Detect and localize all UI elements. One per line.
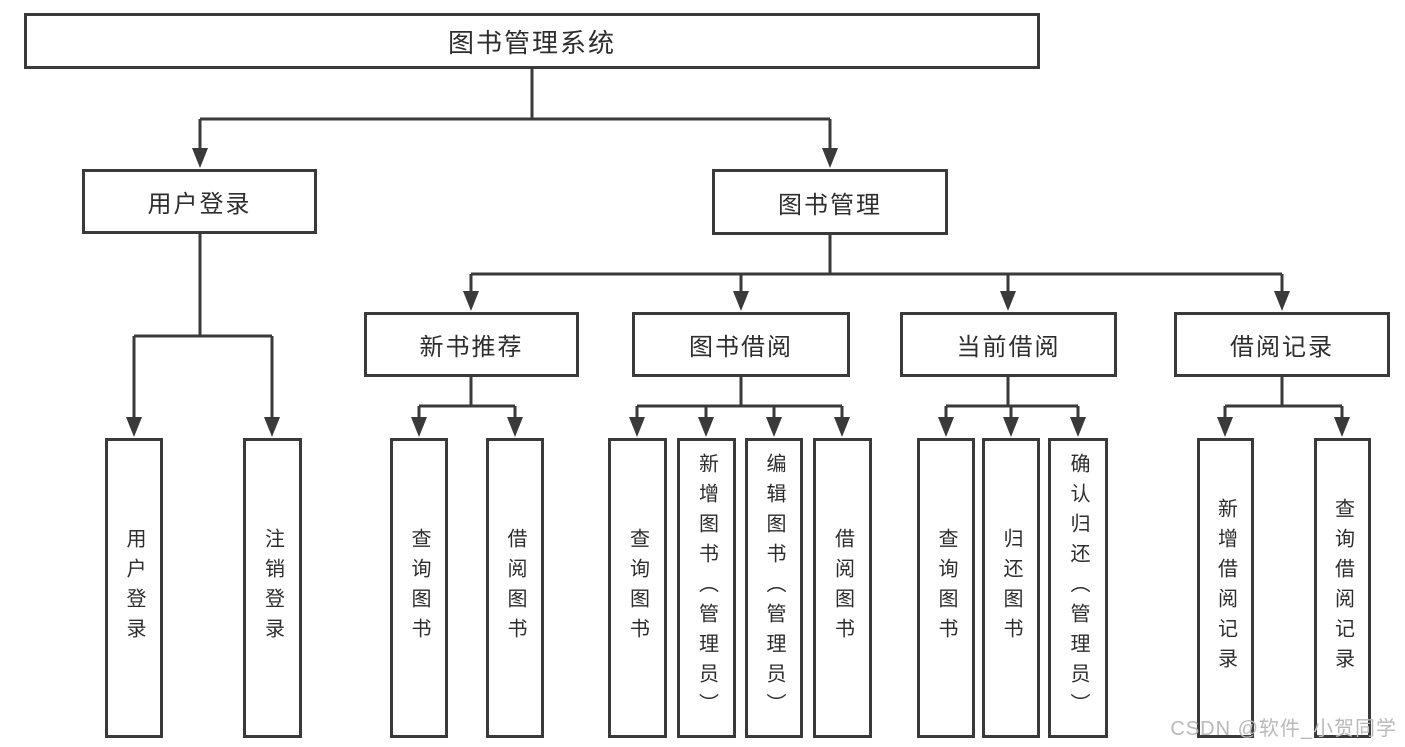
- leaf-add-book-admin: 新增图书（管理员）: [677, 438, 736, 738]
- leaf-return-book-label: 归还图书: [1000, 528, 1022, 648]
- node-library-system: 图书管理系统: [24, 13, 1040, 69]
- node-book-borrowing-label: 图书借阅: [689, 334, 793, 361]
- leaf-add-borrow-record: 新增借阅记录: [1197, 438, 1254, 738]
- leaf-user-login-label: 用户登录: [123, 528, 145, 648]
- node-user-login-label: 用户登录: [147, 191, 252, 218]
- node-library-system-label: 图书管理系统: [447, 27, 616, 58]
- leaf-query-borrow-record-label: 查询借阅记录: [1331, 498, 1354, 678]
- leaf-add-book-admin-label: 新增图书（管理员）: [695, 453, 718, 723]
- node-user-login: 用户登录: [82, 169, 317, 234]
- leaf-add-borrow-record-label: 新增借阅记录: [1214, 498, 1237, 678]
- leaf-borrowing-query-book-label: 查询图书: [626, 528, 649, 648]
- leaf-query-borrow-record: 查询借阅记录: [1314, 438, 1371, 738]
- leaf-confirm-return-admin-label: 确认归还（管理员）: [1067, 453, 1089, 723]
- leaf-logout: 注销登录: [243, 438, 302, 738]
- node-borrow-records: 借阅记录: [1174, 312, 1390, 377]
- leaf-current-query-book: 查询图书: [917, 438, 975, 738]
- leaf-recommend-borrow-book: 借阅图书: [486, 438, 544, 738]
- leaf-edit-book-admin: 编辑图书（管理员）: [745, 438, 803, 738]
- node-new-book-recommend-label: 新书推荐: [419, 334, 524, 361]
- node-current-borrowing-label: 当前借阅: [956, 334, 1061, 361]
- leaf-current-query-book-label: 查询图书: [935, 528, 957, 648]
- node-borrow-records-label: 借阅记录: [1230, 334, 1334, 361]
- leaf-borrowing-borrow-book: 借阅图书: [813, 438, 872, 738]
- leaf-borrowing-borrow-book-label: 借阅图书: [831, 528, 854, 648]
- leaf-borrowing-query-book: 查询图书: [608, 438, 667, 738]
- node-book-borrowing: 图书借阅: [632, 312, 850, 377]
- csdn-watermark: CSDN @软件_小贺同学: [1170, 718, 1397, 740]
- node-current-borrowing: 当前借阅: [900, 312, 1117, 377]
- node-book-management: 图书管理: [712, 169, 948, 235]
- leaf-edit-book-admin-label: 编辑图书（管理员）: [763, 453, 785, 723]
- leaf-logout-label: 注销登录: [261, 528, 284, 648]
- leaf-recommend-query-book-label: 查询图书: [408, 528, 430, 648]
- node-book-management-label: 图书管理: [778, 191, 882, 219]
- leaf-user-login: 用户登录: [105, 438, 163, 738]
- leaf-return-book: 归还图书: [982, 438, 1040, 738]
- leaf-recommend-query-book: 查询图书: [390, 438, 448, 738]
- leaf-recommend-borrow-book-label: 借阅图书: [504, 528, 526, 648]
- node-new-book-recommend: 新书推荐: [364, 312, 579, 377]
- leaf-confirm-return-admin: 确认归还（管理员）: [1048, 438, 1108, 738]
